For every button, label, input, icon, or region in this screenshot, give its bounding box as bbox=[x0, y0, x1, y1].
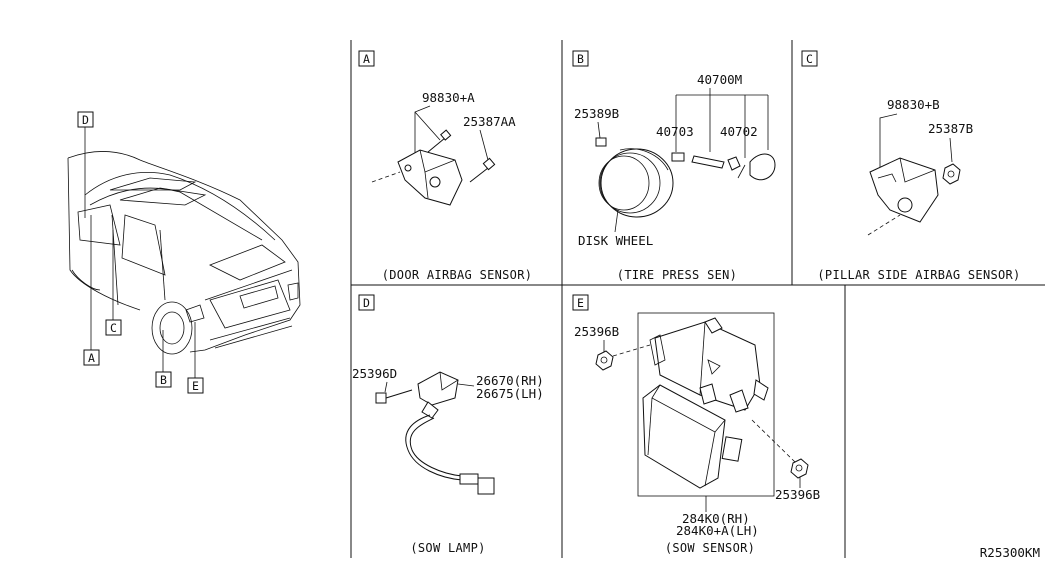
callout-B[interactable]: B bbox=[155, 330, 172, 388]
part-40700M[interactable]: 40700M bbox=[697, 72, 742, 87]
part-40702[interactable]: 40702 bbox=[720, 124, 758, 139]
callout-E[interactable]: E bbox=[187, 322, 204, 394]
part-98830-A[interactable]: 98830+A bbox=[422, 90, 475, 105]
callout-A[interactable]: A bbox=[83, 215, 100, 366]
section-E: E 25396B 25396B 284K0(RH) 284K0+A(LH) bbox=[572, 294, 820, 555]
part-25389B[interactable]: 25389B bbox=[574, 106, 619, 121]
callout-D[interactable]: D bbox=[77, 111, 94, 218]
part-25396B-top[interactable]: 25396B bbox=[574, 324, 619, 339]
svg-text:A: A bbox=[363, 52, 370, 66]
caption-tire-press-sen: (TIRE PRESS SEN) bbox=[617, 268, 737, 282]
section-C-letter-box[interactable]: C bbox=[801, 50, 818, 67]
section-B-letter-box[interactable]: B bbox=[572, 50, 589, 67]
svg-text:B: B bbox=[577, 52, 584, 66]
screw-icon bbox=[375, 389, 413, 404]
section-A-letter-box[interactable]: A bbox=[358, 50, 375, 67]
part-25396B-bottom[interactable]: 25396B bbox=[775, 487, 820, 502]
section-A: A 98830+A 25387AA (DOOR AIRBAG SENSOR) bbox=[358, 50, 533, 282]
sow-sensor-module-icon bbox=[642, 384, 743, 489]
svg-text:E: E bbox=[577, 296, 584, 310]
valve-stem-icon bbox=[595, 137, 776, 181]
callout-A-label: A bbox=[88, 351, 95, 365]
part-284K0-RH[interactable]: 284K0(RH) bbox=[682, 511, 750, 526]
nut-icon bbox=[790, 458, 809, 479]
caption-sow-sensor: (SOW SENSOR) bbox=[665, 541, 755, 555]
disk-wheel-icon bbox=[598, 148, 674, 218]
section-D-letter-box[interactable]: D bbox=[358, 294, 375, 311]
bolt-icon bbox=[427, 129, 452, 153]
part-25387B[interactable]: 25387B bbox=[928, 121, 973, 136]
vehicle-overview: D C A B E bbox=[67, 111, 301, 394]
diagram-code: R25300KM bbox=[980, 545, 1040, 560]
part-25387AA[interactable]: 25387AA bbox=[463, 114, 516, 129]
callout-E-label: E bbox=[192, 379, 199, 393]
part-25396D[interactable]: 25396D bbox=[352, 366, 397, 381]
section-B: B 40700M 25389B 40703 40702 DISK WHEEL (… bbox=[572, 50, 776, 282]
label-disk-wheel: DISK WHEEL bbox=[578, 233, 653, 248]
sow-lamp-icon bbox=[405, 371, 495, 495]
callout-D-label: D bbox=[82, 113, 89, 127]
section-grid bbox=[350, 40, 1045, 558]
caption-door-airbag-sensor: (DOOR AIRBAG SENSOR) bbox=[382, 268, 533, 282]
nut-icon bbox=[942, 163, 961, 185]
section-E-letter-box[interactable]: E bbox=[572, 294, 589, 311]
part-98830-B[interactable]: 98830+B bbox=[887, 97, 940, 112]
section-C: C 98830+B 25387B (PILLAR SIDE AIRBAG SEN… bbox=[801, 50, 1020, 282]
pillar-airbag-sensor-icon bbox=[869, 157, 939, 223]
sensor-bracket-icon bbox=[649, 317, 769, 413]
section-D: D 25396D 26670(RH) 26675(LH) (SOW LAMP) bbox=[352, 294, 544, 555]
part-26670-RH[interactable]: 26670(RH) bbox=[476, 373, 544, 388]
vehicle-illustration bbox=[67, 151, 301, 355]
part-284K0-A-LH[interactable]: 284K0+A(LH) bbox=[676, 523, 759, 538]
callout-B-label: B bbox=[160, 373, 167, 387]
bolt-icon bbox=[469, 157, 496, 183]
svg-text:C: C bbox=[806, 52, 813, 66]
part-26675-LH[interactable]: 26675(LH) bbox=[476, 386, 544, 401]
callout-C-label: C bbox=[110, 321, 117, 335]
caption-pillar-side-airbag-sensor: (PILLAR SIDE AIRBAG SENSOR) bbox=[817, 268, 1020, 282]
callout-C[interactable]: C bbox=[105, 230, 122, 336]
door-airbag-sensor-icon bbox=[397, 149, 463, 206]
nut-icon bbox=[595, 350, 614, 371]
caption-sow-lamp: (SOW LAMP) bbox=[410, 541, 485, 555]
part-40703[interactable]: 40703 bbox=[656, 124, 694, 139]
svg-text:D: D bbox=[363, 296, 370, 310]
